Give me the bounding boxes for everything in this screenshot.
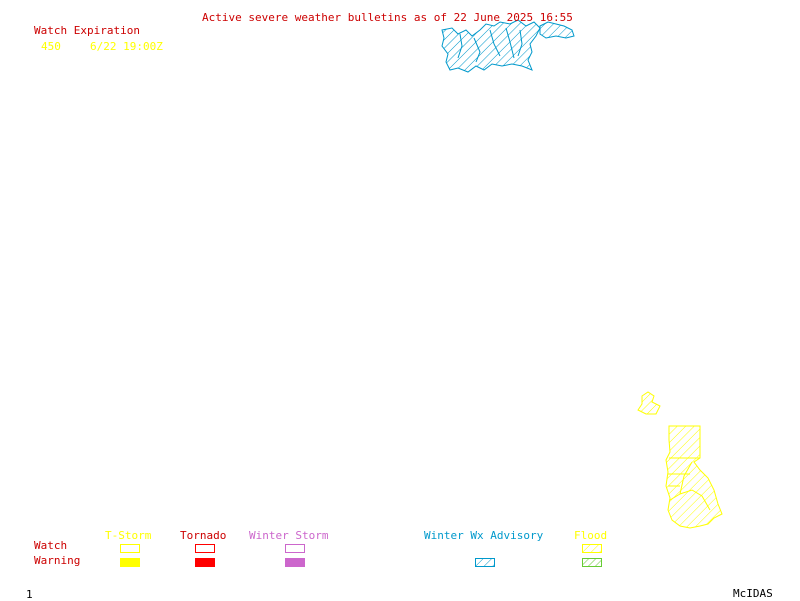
legend-flood-watch-swatch	[582, 544, 602, 553]
legend-flood-warning-swatch	[582, 558, 602, 567]
legend-label-winter-storm: Winter Storm	[249, 529, 329, 542]
page-title: Active severe weather bulletins as of 22…	[202, 11, 573, 24]
legend-winter-storm-warning-swatch	[285, 558, 305, 567]
watch-id: 450	[41, 40, 61, 53]
winter-wx-advisory-region	[441, 19, 575, 73]
legend-row-watch: Watch	[34, 539, 68, 552]
legend-tstorm-warning-swatch	[120, 558, 140, 567]
legend-row-warning: Warning	[34, 554, 81, 567]
legend-tstorm-watch-swatch	[120, 544, 140, 553]
legend-tornado-warning-swatch	[195, 558, 215, 567]
tstorm-flood-region-small	[637, 391, 661, 415]
legend-label-winter-wx-advisory: Winter Wx Advisory	[424, 529, 544, 542]
frame-number: 1	[26, 588, 33, 601]
legend-label-tornado: Tornado	[180, 529, 227, 542]
legend-label-flood: Flood	[574, 529, 608, 542]
watch-expiration-heading: Watch Expiration	[34, 24, 140, 37]
legend-winter-wx-advisory-swatch	[475, 558, 495, 567]
legend-tornado-watch-swatch	[195, 544, 215, 553]
legend-winter-storm-watch-swatch	[285, 544, 305, 553]
mcidas-brand: McIDAS	[733, 587, 773, 600]
legend-label-tstorm: T-Storm	[105, 529, 152, 542]
tstorm-flood-region-large	[665, 425, 723, 529]
watch-expiry-time: 6/22 19:00Z	[90, 40, 163, 53]
